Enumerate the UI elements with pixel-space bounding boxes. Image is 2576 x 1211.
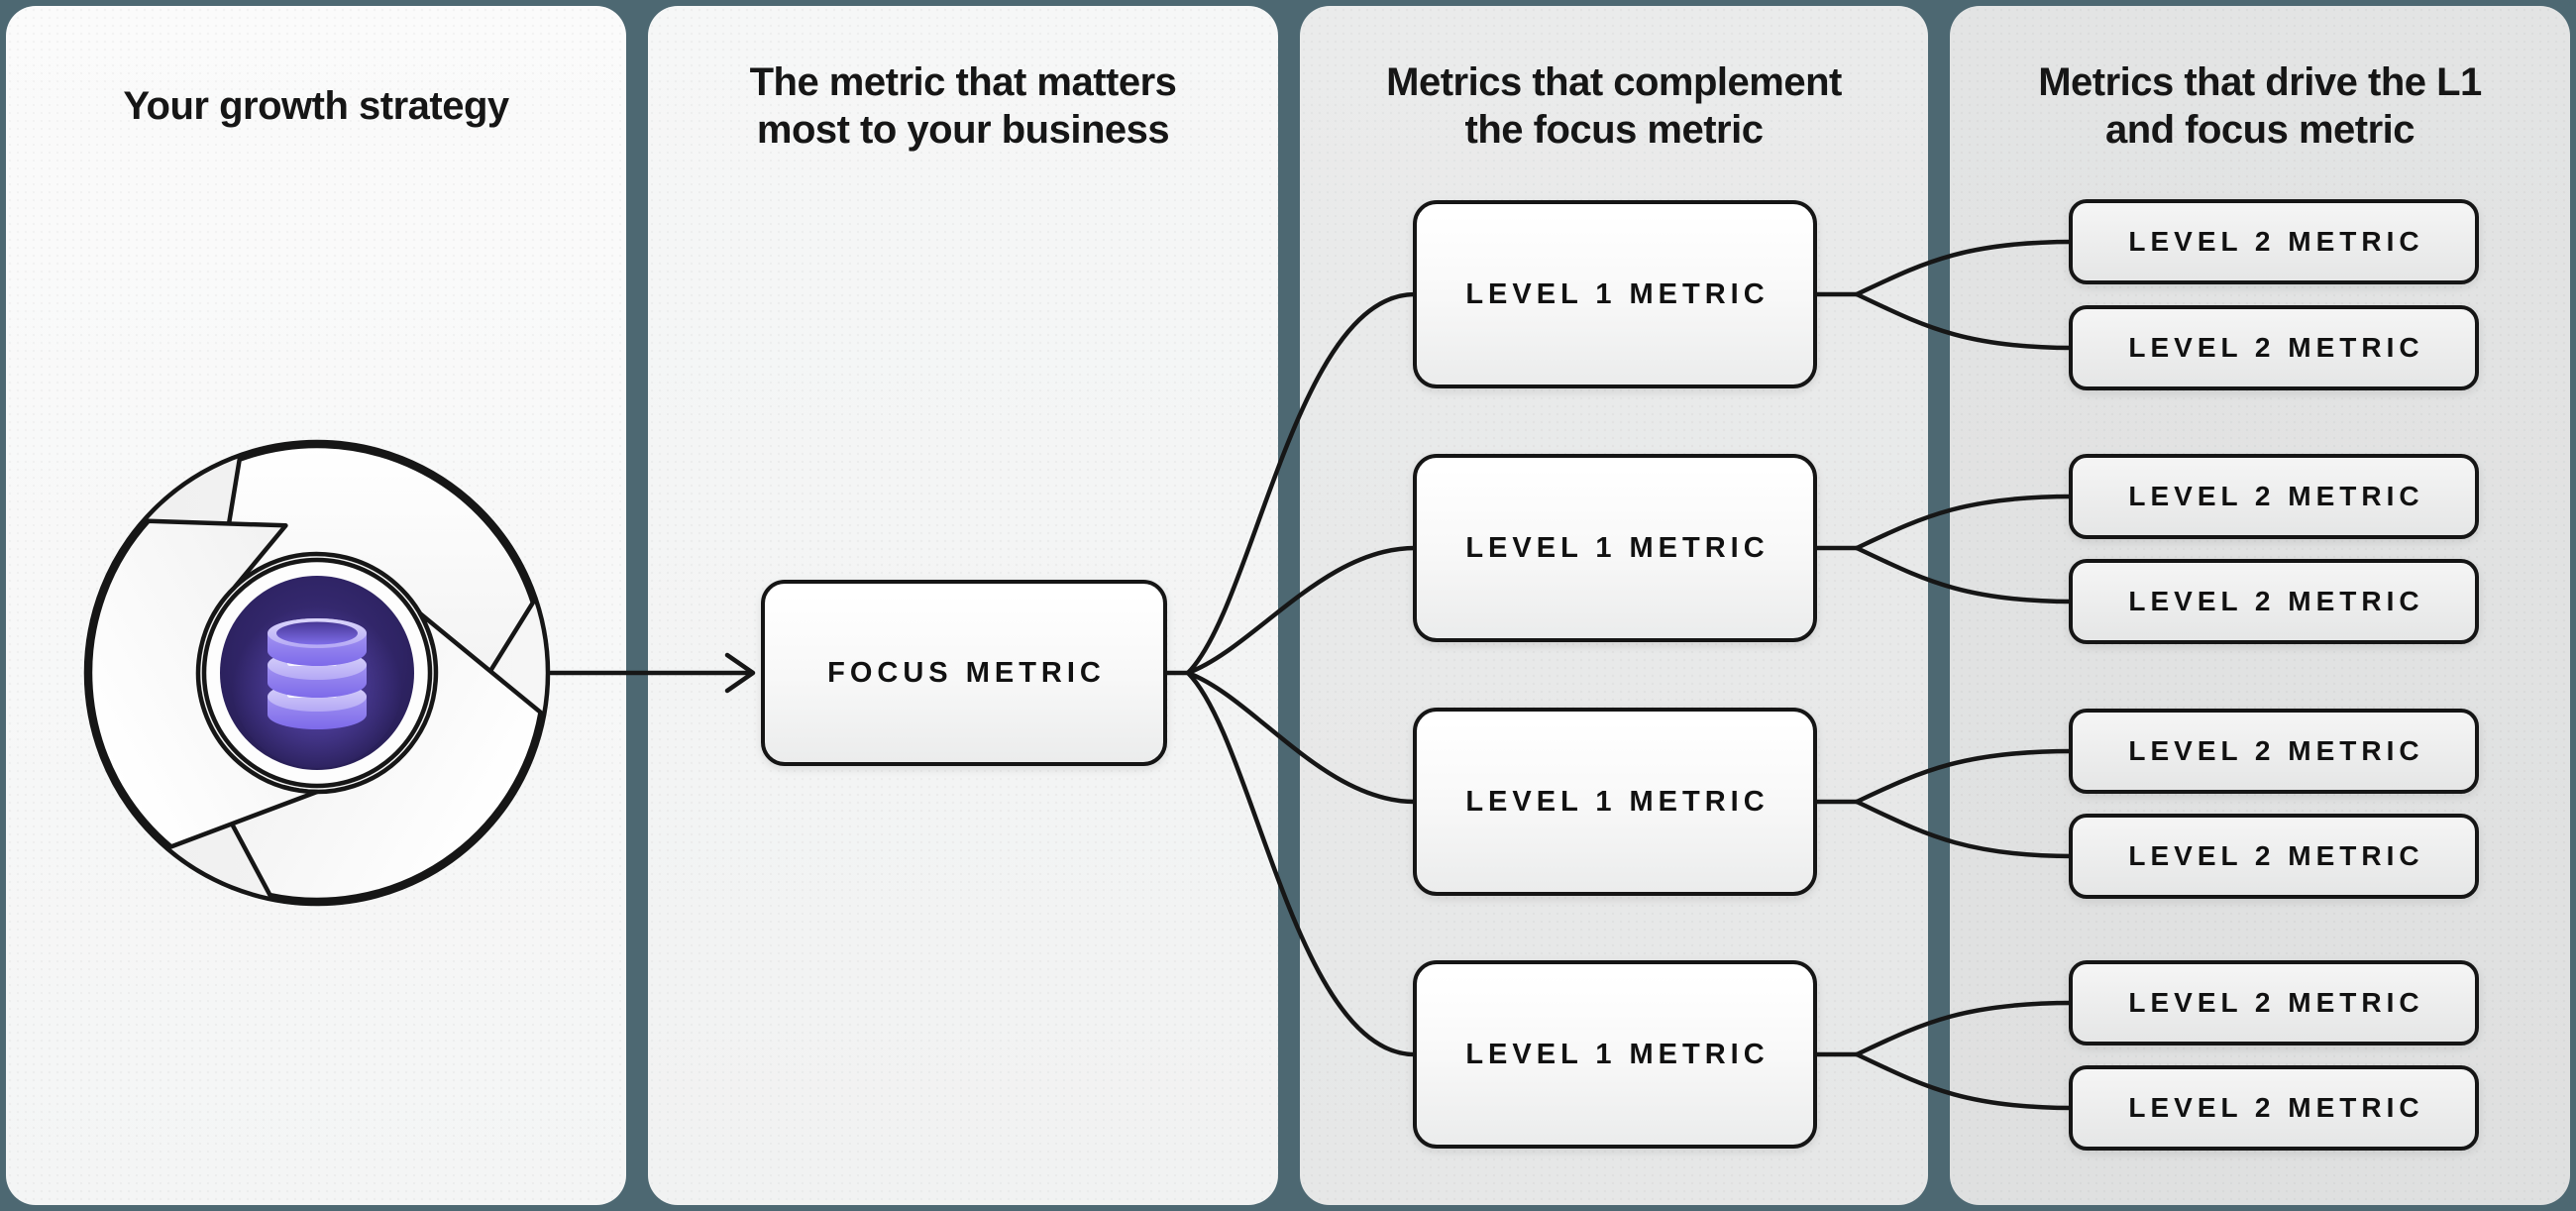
- title-line: Your growth strategy: [123, 84, 509, 128]
- level1-metric-label: LEVEL 1 METRIC: [1465, 785, 1770, 818]
- title-line: the focus metric: [1464, 108, 1764, 152]
- title-line: The metric that matters: [749, 60, 1177, 104]
- level2-metric-node: LEVEL 2 METRIC: [2069, 960, 2479, 1046]
- level1-metric-node: LEVEL 1 METRIC: [1413, 960, 1817, 1149]
- database-icon: [232, 598, 402, 768]
- panel-title-growth-strategy: Your growth strategy: [6, 55, 626, 157]
- title-line: Metrics that complement: [1386, 60, 1842, 104]
- focus-metric-label: FOCUS METRIC: [827, 656, 1106, 689]
- level2-metric-node: LEVEL 2 METRIC: [2069, 454, 2479, 539]
- level2-metric-node: LEVEL 2 METRIC: [2069, 305, 2479, 390]
- level2-metric-label: LEVEL 2 METRIC: [2128, 586, 2424, 616]
- panel-title-level1-metrics: Metrics that complement the focus metric: [1300, 55, 1928, 157]
- level2-metric-label: LEVEL 2 METRIC: [2128, 481, 2424, 511]
- level1-metric-label: LEVEL 1 METRIC: [1465, 277, 1770, 310]
- focus-metric-node: FOCUS METRIC: [761, 580, 1167, 766]
- title-line: most to your business: [756, 108, 1170, 152]
- level2-metric-label: LEVEL 2 METRIC: [2128, 840, 2424, 871]
- level2-metric-label: LEVEL 2 METRIC: [2128, 735, 2424, 766]
- title-line: and focus metric: [2104, 108, 2415, 152]
- level2-metric-node: LEVEL 2 METRIC: [2069, 559, 2479, 644]
- flywheel-blades: [69, 443, 565, 921]
- panel-title-focus-metric: The metric that matters most to your bus…: [648, 55, 1278, 157]
- level2-metric-node: LEVEL 2 METRIC: [2069, 199, 2479, 284]
- level1-metric-node: LEVEL 1 METRIC: [1413, 454, 1817, 642]
- level1-metric-node: LEVEL 1 METRIC: [1413, 200, 1817, 388]
- level1-metric-label: LEVEL 1 METRIC: [1465, 1038, 1770, 1070]
- flywheel-icon: [69, 439, 565, 921]
- panel-title-level2-metrics: Metrics that drive the L1 and focus metr…: [1950, 55, 2570, 157]
- level1-metric-node: LEVEL 1 METRIC: [1413, 708, 1817, 896]
- level2-metric-label: LEVEL 2 METRIC: [2128, 987, 2424, 1018]
- level2-metric-label: LEVEL 2 METRIC: [2128, 1092, 2424, 1123]
- level2-metric-label: LEVEL 2 METRIC: [2128, 226, 2424, 257]
- level2-metric-label: LEVEL 2 METRIC: [2128, 332, 2424, 363]
- level2-metric-node: LEVEL 2 METRIC: [2069, 709, 2479, 794]
- level2-metric-node: LEVEL 2 METRIC: [2069, 1065, 2479, 1151]
- level2-metric-node: LEVEL 2 METRIC: [2069, 814, 2479, 899]
- title-line: Metrics that drive the L1: [2038, 60, 2482, 104]
- level1-metric-label: LEVEL 1 METRIC: [1465, 531, 1770, 564]
